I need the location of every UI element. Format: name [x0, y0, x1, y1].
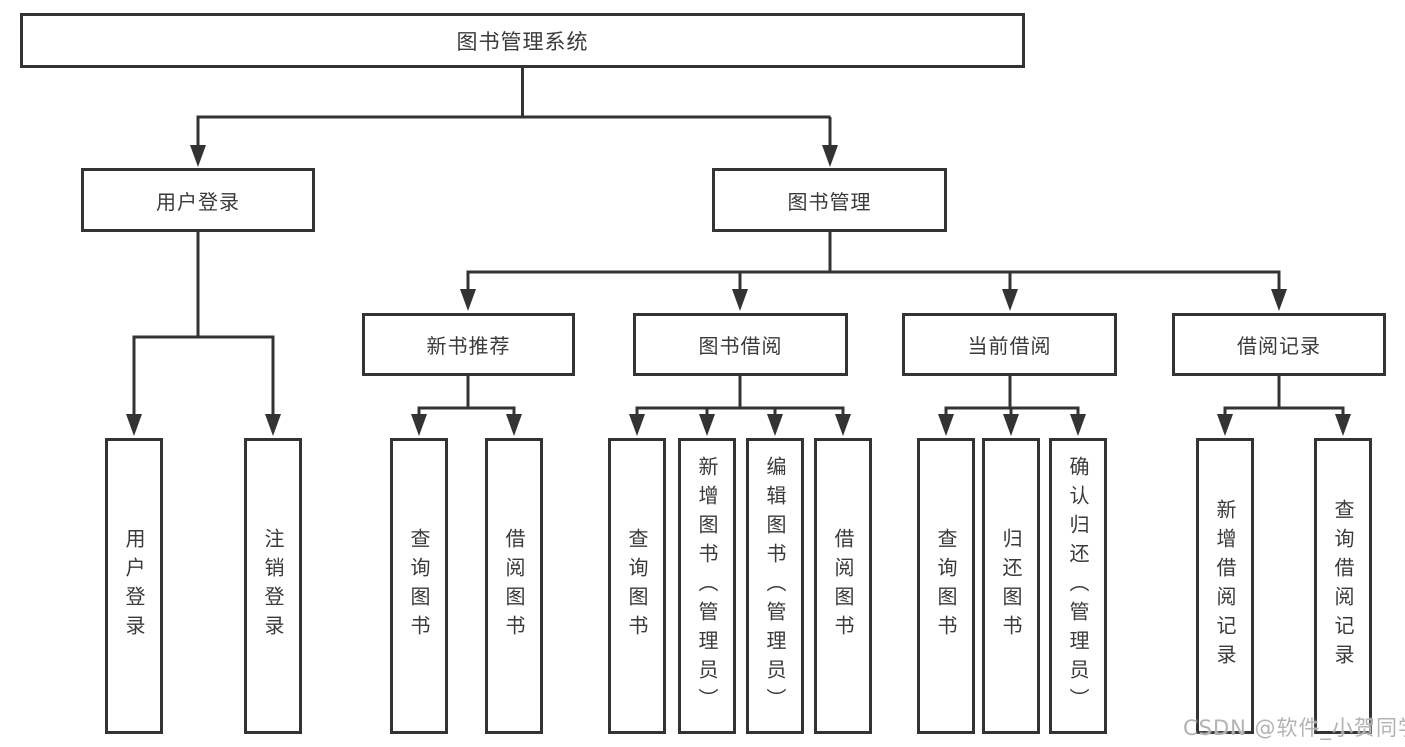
leaf-add-borrow-record-label: 新增借阅记录	[1213, 499, 1237, 673]
leaf-query-books-current: 查询图书	[917, 438, 975, 734]
connector-current-borrow-children	[944, 376, 1080, 416]
connector-book-borrow-children	[635, 376, 845, 416]
node-book-borrow: 图书借阅	[633, 313, 848, 376]
arrowheads-borrow-records-children	[1217, 414, 1351, 436]
connector-root-to-level2	[196, 68, 832, 148]
node-new-book-recommend: 新书推荐	[362, 313, 575, 376]
node-borrow-records: 借阅记录	[1172, 313, 1386, 376]
leaf-add-borrow-record: 新增借阅记录	[1196, 438, 1254, 734]
arrowheads-root-to-level2	[190, 145, 838, 167]
leaf-query-borrow-record-label: 查询借阅记录	[1331, 499, 1355, 673]
leaf-logout-label: 注销登录	[261, 528, 285, 644]
leaf-confirm-return-admin: 确认归还（管理员）	[1049, 438, 1107, 734]
arrowheads-book-management-children	[460, 289, 1287, 311]
connector-new-book-children	[417, 376, 516, 416]
leaf-query-books-borrow-label: 查询图书	[625, 528, 649, 644]
leaf-query-books-recommend: 查询图书	[390, 438, 448, 734]
arrowheads-book-borrow-children	[629, 414, 851, 436]
leaf-edit-book-admin: 编辑图书（管理员）	[746, 438, 804, 734]
leaf-add-book-admin: 新增图书（管理员）	[678, 438, 736, 734]
leaf-user-login: 用户登录	[105, 438, 163, 734]
node-library-management-system: 图书管理系统	[20, 13, 1025, 68]
leaf-confirm-return-admin-label: 确认归还（管理员）	[1066, 455, 1090, 717]
leaf-borrow-books-recommend-label: 借阅图书	[502, 528, 526, 644]
leaf-logout: 注销登录	[244, 438, 302, 734]
node-user-login: 用户登录	[81, 168, 315, 232]
leaf-user-login-label: 用户登录	[122, 528, 146, 644]
connector-book-management-children	[466, 232, 1281, 292]
leaf-borrow-books-recommend: 借阅图书	[485, 438, 543, 734]
leaf-query-borrow-record: 查询借阅记录	[1314, 438, 1372, 734]
leaf-query-books-recommend-label: 查询图书	[407, 528, 431, 644]
leaf-borrow-books-borrow-label: 借阅图书	[831, 528, 855, 644]
leaf-return-book-label: 归还图书	[999, 528, 1023, 644]
watermark: CSDN @软件_小贺同学	[1183, 716, 1405, 740]
leaf-add-book-admin-label: 新增图书（管理员）	[695, 455, 719, 717]
leaf-query-books-current-label: 查询图书	[934, 528, 958, 644]
arrowheads-new-book-children	[411, 414, 522, 436]
leaf-query-books-borrow: 查询图书	[608, 438, 666, 734]
connector-borrow-records-children	[1223, 376, 1345, 416]
connector-user-login-children	[132, 232, 275, 416]
node-book-management: 图书管理	[712, 168, 947, 232]
node-current-borrow: 当前借阅	[902, 313, 1117, 376]
arrowheads-current-borrow-children	[938, 414, 1086, 436]
leaf-borrow-books-borrow: 借阅图书	[814, 438, 872, 734]
leaf-edit-book-admin-label: 编辑图书（管理员）	[763, 455, 787, 717]
arrowheads-user-login-children	[126, 414, 281, 436]
leaf-return-book: 归还图书	[982, 438, 1040, 734]
